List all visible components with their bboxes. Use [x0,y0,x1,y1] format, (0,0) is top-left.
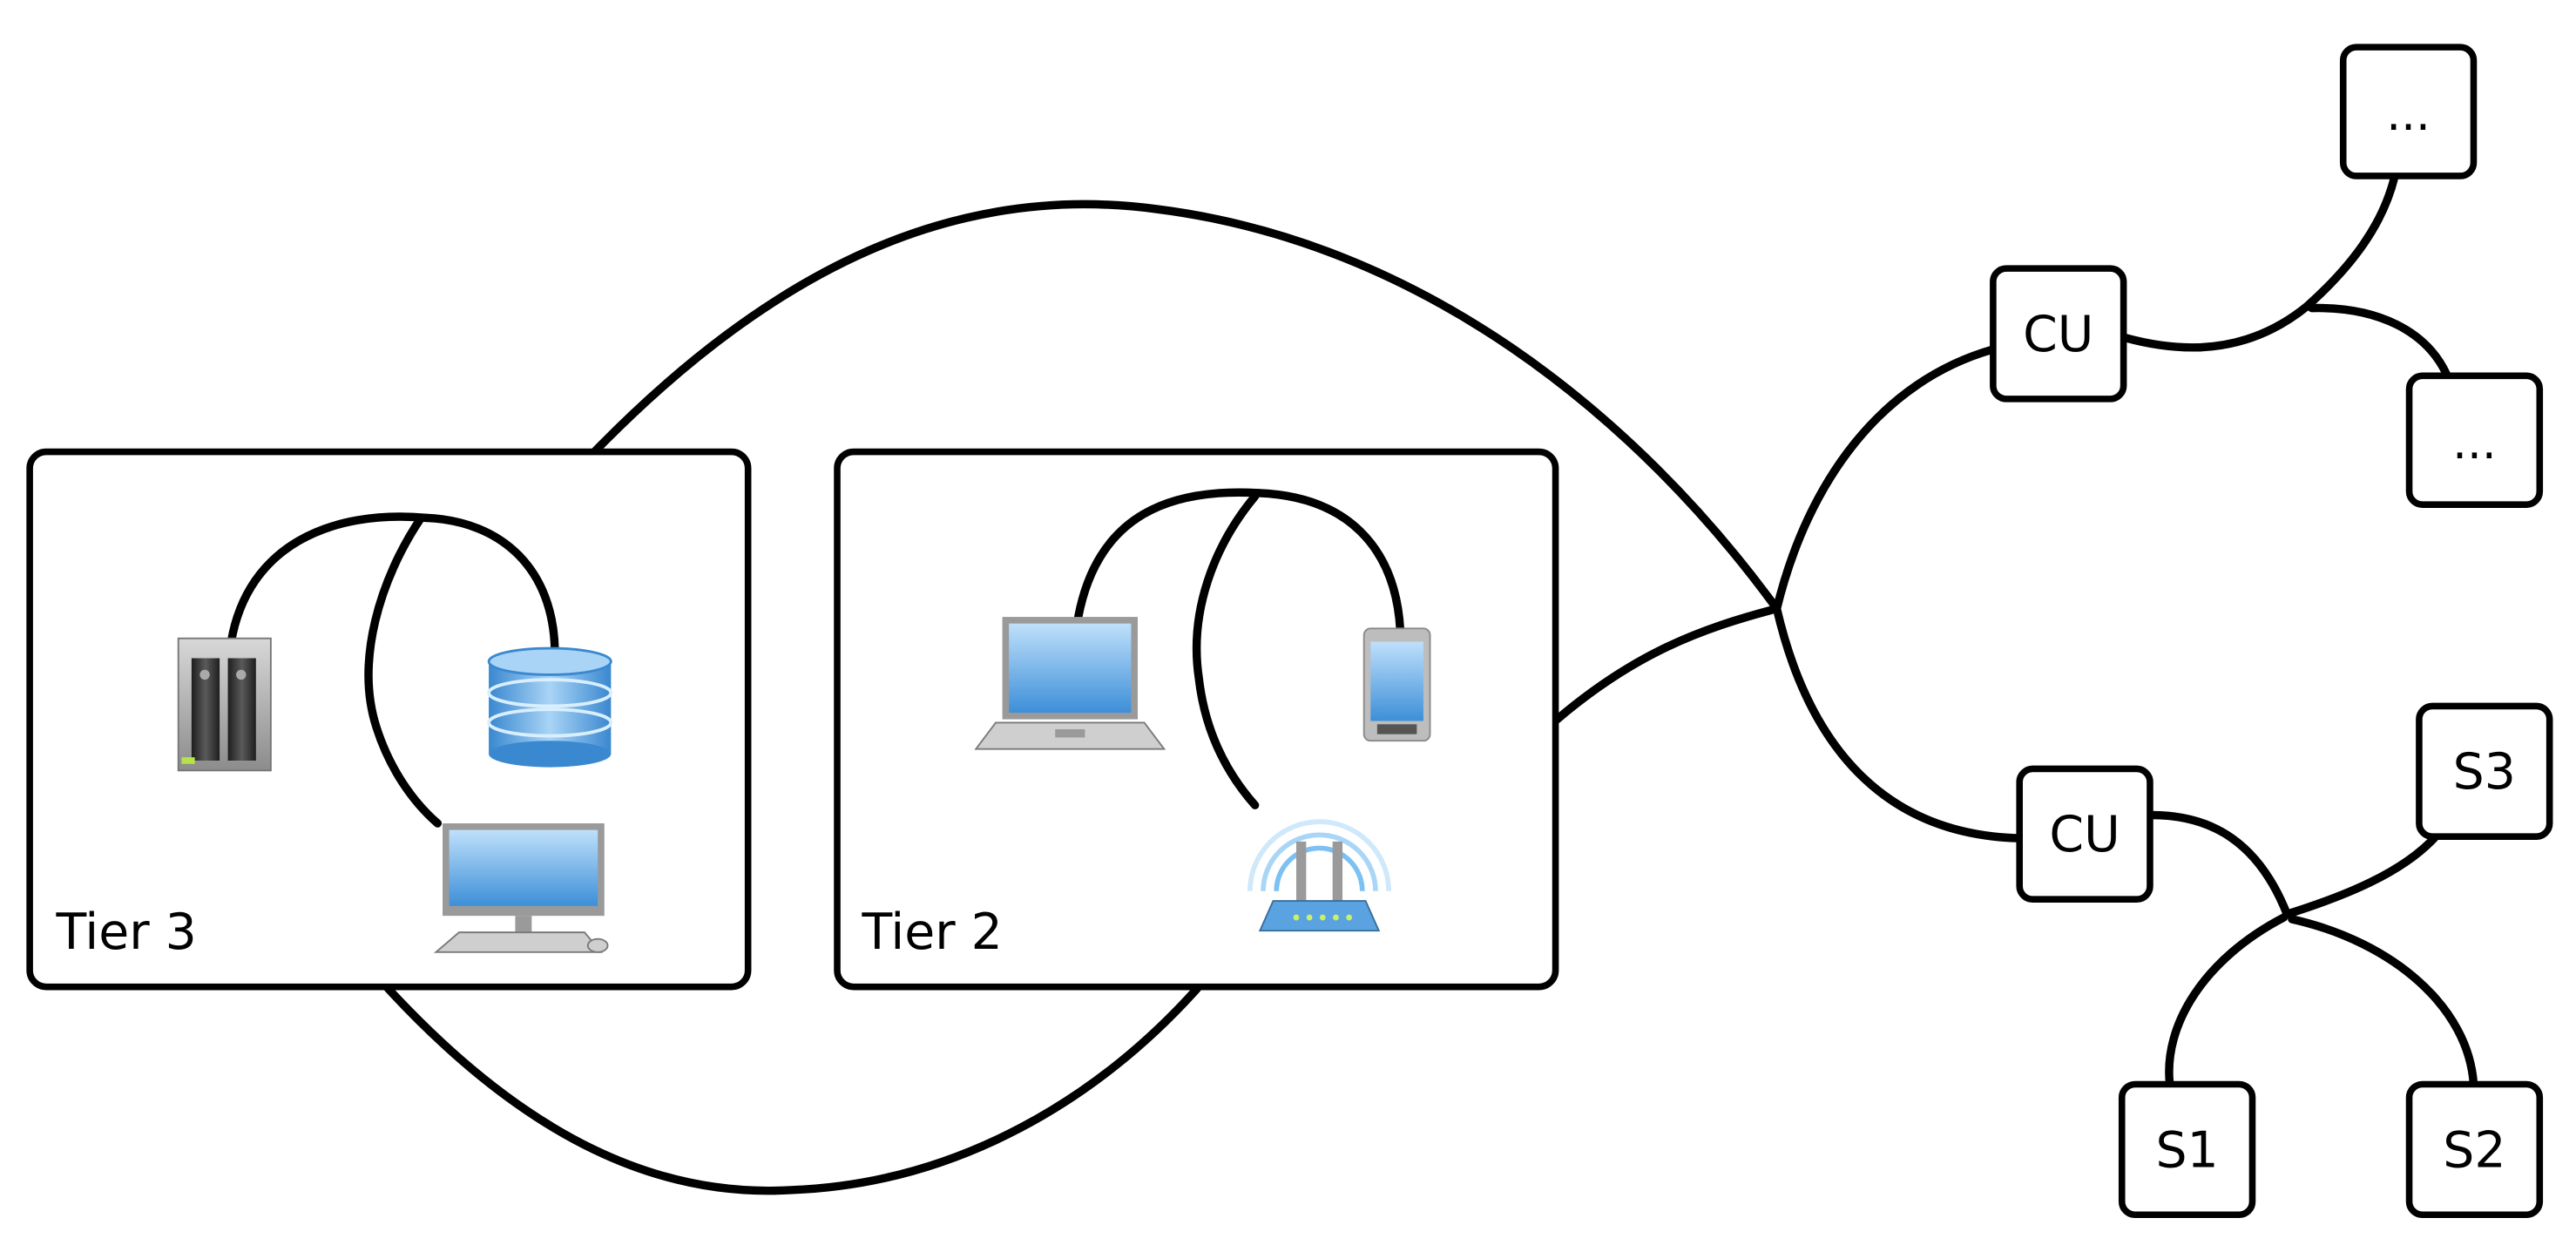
connector-hub-to-cu-top [1772,345,1998,613]
connector-cu-top-to-junction [2120,301,2311,352]
tier2-label: Tier 2 [861,903,1002,961]
node-ellipsis-mid-label: ... [2452,416,2497,470]
node-s1: S1 [2118,1080,2256,1219]
tier2-internal-connector-right [1254,489,1405,634]
node-cu-top: CU [1990,265,2127,403]
node-s1-label: S1 [2155,1121,2218,1179]
tier2-internal-connector-left [1074,488,1263,621]
connector-junction-to-s3 [2282,832,2440,919]
wireless-router-icon [1247,819,1391,932]
connector-tier3-top-to-hub [590,200,1782,613]
tier3-internal-connector-left [226,512,430,646]
connector-junction-to-s1 [2165,913,2289,1089]
connector-tier2-to-hub [1552,604,1782,724]
laptop-icon [974,617,1166,750]
connectors [383,173,2478,1195]
smartphone-icon [1362,627,1431,742]
tier2-internal-connector-bottom [1192,491,1260,809]
nas-server-icon [177,637,272,772]
database-icon [487,646,613,768]
node-s3-label: S3 [2453,743,2516,801]
connector-junction-to-ellipsis-mid [2307,303,2451,381]
tier2-group: Tier 2 [834,448,1559,991]
node-ellipsis-top: ... [2339,44,2478,179]
desktop-computer-icon [433,823,609,953]
tier3-internal-connector-right [422,513,559,654]
connector-junction-to-ellipsis-top [2302,173,2399,311]
tier3-label: Tier 3 [55,903,196,961]
connector-hub-to-cu-bottom [1772,604,2024,843]
node-s2-label: S2 [2443,1121,2505,1179]
tier3-group: Tier 3 [26,448,752,991]
node-ellipsis-mid: ... [2405,372,2544,508]
node-s2: S2 [2405,1080,2544,1219]
node-cu-bottom-label: CU [2049,806,2120,863]
node-s3: S3 [2416,702,2553,840]
node-ellipsis-top-label: ... [2386,87,2431,141]
connector-tier3-bottom-to-tier2-bottom [383,984,1201,1195]
tier3-internal-connector-bottom [364,513,443,828]
connector-cu-bottom-to-junction [2147,810,2292,919]
node-cu-top-label: CU [2023,306,2093,363]
connector-junction-to-s2 [2288,915,2478,1089]
node-cu-bottom: CU [2016,765,2153,903]
